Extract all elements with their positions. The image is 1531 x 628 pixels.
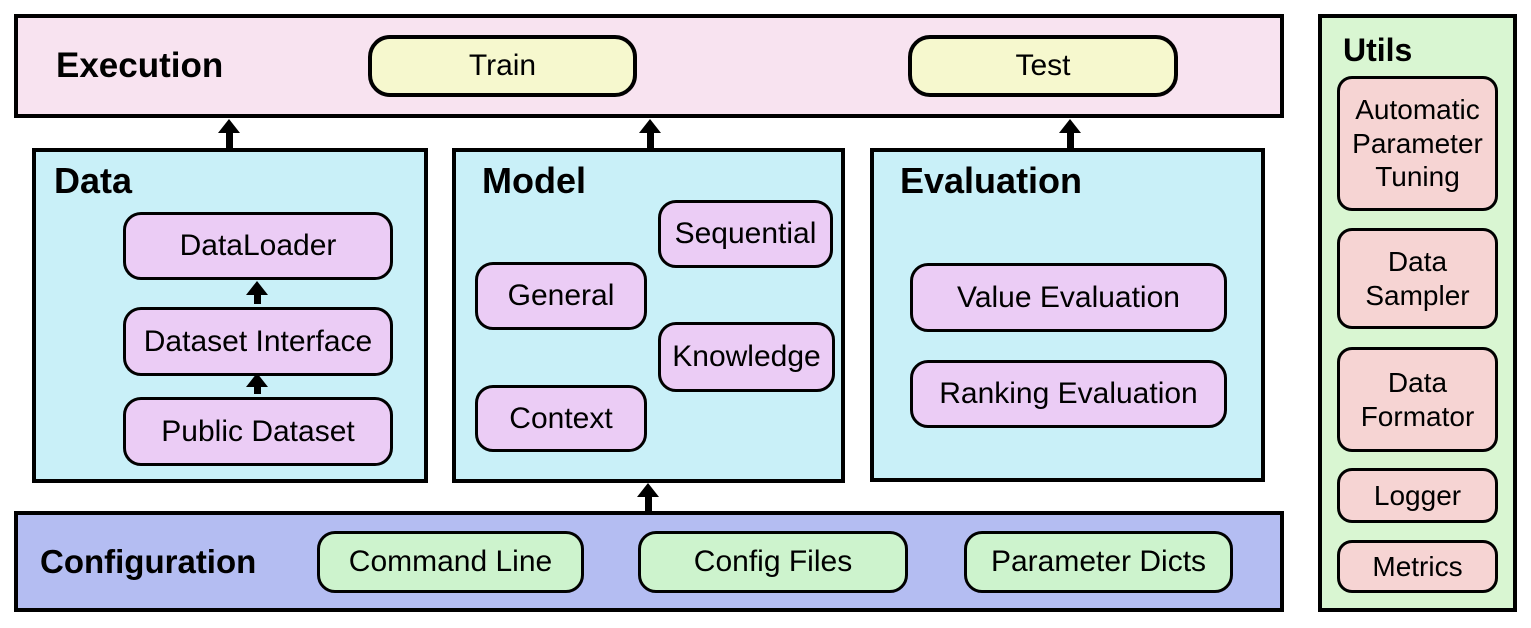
- data-formator-box: Data Formator: [1337, 347, 1498, 452]
- configuration-title: Configuration: [40, 542, 257, 580]
- arrow-evaluation-to-execution: [1059, 119, 1081, 148]
- model-panel: Model Sequential General Knowledge Conte…: [452, 148, 845, 483]
- execution-title: Execution: [56, 46, 224, 85]
- arrow-model-to-execution: [639, 119, 661, 148]
- data-panel: Data DataLoader Dataset Interface Public…: [32, 148, 428, 483]
- arrow-dataset-interface-to-dataloader: [246, 281, 268, 304]
- arrow-stem: [253, 386, 261, 394]
- dataset-interface-box: Dataset Interface: [123, 307, 393, 376]
- arrow-stem: [253, 294, 261, 304]
- arrow-stem: [644, 496, 652, 512]
- arrow-head: [246, 281, 268, 295]
- metrics-box: Metrics: [1337, 540, 1498, 593]
- config-files-box: Config Files: [638, 531, 908, 593]
- arrow-head: [218, 119, 240, 133]
- data-sampler-box: Data Sampler: [1337, 228, 1498, 329]
- arrow-head: [246, 373, 268, 387]
- model-panel-title: Model: [482, 160, 586, 201]
- sequential-box: Sequential: [658, 200, 833, 268]
- test-box: Test: [908, 35, 1178, 97]
- data-panel-title: Data: [54, 160, 133, 201]
- arrow-stem: [646, 132, 654, 148]
- general-box: General: [475, 262, 647, 330]
- train-box: Train: [368, 35, 637, 97]
- public-dataset-box: Public Dataset: [123, 397, 393, 466]
- arrow-head: [637, 483, 659, 497]
- arrow-configuration-to-model: [637, 483, 659, 512]
- evaluation-panel-title: Evaluation: [900, 160, 1083, 201]
- execution-band: Execution Train Test: [14, 14, 1284, 118]
- arrow-head: [639, 119, 661, 133]
- arrow-stem: [1066, 132, 1074, 148]
- ranking-evaluation-box: Ranking Evaluation: [910, 360, 1227, 428]
- utils-title: Utils: [1343, 32, 1413, 68]
- parameter-dicts-box: Parameter Dicts: [964, 531, 1233, 593]
- context-box: Context: [475, 385, 647, 452]
- knowledge-box: Knowledge: [658, 322, 835, 392]
- command-line-box: Command Line: [317, 531, 584, 593]
- evaluation-panel: Evaluation Value Evaluation Ranking Eval…: [870, 148, 1265, 482]
- arrow-data-to-execution: [218, 119, 240, 148]
- arrow-stem: [225, 132, 233, 148]
- arrow-public-dataset-to-dataset-interface: [246, 373, 268, 394]
- logger-box: Logger: [1337, 468, 1498, 523]
- utils-panel: Utils Automatic Parameter Tuning Data Sa…: [1318, 14, 1517, 612]
- automatic-parameter-tuning-box: Automatic Parameter Tuning: [1337, 76, 1498, 211]
- arrow-head: [1059, 119, 1081, 133]
- configuration-band: Configuration Command Line Config Files …: [14, 511, 1284, 612]
- dataloader-box: DataLoader: [123, 212, 393, 280]
- value-evaluation-box: Value Evaluation: [910, 263, 1227, 332]
